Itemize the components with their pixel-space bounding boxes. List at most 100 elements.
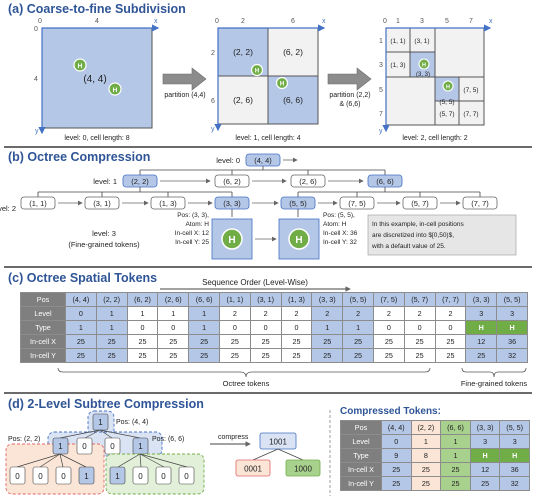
token-cell: 36 (496, 334, 528, 349)
code-root: 1001 (269, 438, 287, 447)
info1-line3: In-cell X: 12 (175, 230, 210, 237)
row-label: Pos (20, 292, 66, 307)
arrow2-label-line1: partition (2,2) (329, 92, 370, 99)
partition-arrow-1: partition (4,4) (162, 67, 207, 99)
token-cell: (6, 6) (188, 292, 220, 307)
mid-node-66: 1 (138, 442, 143, 451)
info2-line3: In-cell X: 36 (323, 230, 358, 237)
left-pos-label: Pos: (2, 2) (8, 436, 40, 443)
token-cell: 3 (465, 306, 498, 321)
token-cell: 2 (403, 306, 436, 321)
l2-node-55: (5, 5) (289, 199, 307, 208)
token-cell: 12 (465, 334, 498, 349)
token-cell: 32 (496, 348, 528, 363)
l2-node-75: (7, 5) (348, 199, 366, 208)
right-leaf-1: 1 (115, 472, 120, 481)
token-cell: 25 (65, 348, 97, 363)
token-cell: 25 (465, 348, 498, 363)
token-cell: (2, 2) (95, 292, 128, 307)
atom-h-label: H (113, 87, 118, 94)
arrow1-label: partition (4,4) (164, 92, 205, 99)
token-cell: 2 (342, 306, 374, 321)
grid0-axis-y: y (35, 128, 39, 135)
grid1-tick-x0: 0 (215, 18, 219, 25)
grid1-tick-y2: 2 (211, 50, 215, 57)
token-cell: (5, 5) (496, 292, 528, 307)
grid2-cell-31: (3, 1) (414, 38, 429, 45)
info1-line1: Pos: (3, 3), (177, 212, 209, 219)
l2-node-31: (3, 1) (93, 199, 111, 208)
token-cell: 1 (440, 448, 471, 463)
token-cell: 0 (157, 320, 190, 335)
token-cell: 25 (342, 334, 374, 349)
token-cell: 0 (434, 320, 467, 335)
token-cell: 2 (218, 306, 251, 321)
grid2-tick-y1: 1 (379, 38, 383, 45)
code-right: 1000 (294, 465, 312, 474)
level3-label: level: 3 (92, 229, 116, 238)
separator-bc (4, 266, 532, 268)
atom-h-label: H (446, 84, 450, 90)
token-cell: (5, 7) (403, 292, 436, 307)
token-cell: 1 (65, 320, 97, 335)
token-cell: 32 (499, 476, 530, 491)
grid1-cell-26: (2, 6) (233, 95, 253, 105)
grid1-tick-x2: 2 (241, 18, 245, 25)
brace-octree: Octree tokens (57, 367, 431, 388)
token-cell: 25 (372, 334, 405, 349)
level0-label: level: 0 (216, 156, 240, 165)
token-cell: 1 (126, 306, 159, 321)
grid2-tick-y5: 5 (379, 87, 383, 94)
token-cell: (3, 3) (469, 420, 501, 435)
token-cell: 25 (95, 348, 128, 363)
token-cell: 25 (469, 476, 501, 491)
root-pos-label: Pos: (4, 4) (116, 419, 148, 426)
right-pos-label: Pos: (6, 6) (152, 436, 184, 443)
octree-token-table: Pos(4, 4)(2, 2)(6, 2)(2, 6)(6, 6)(1, 1)(… (20, 292, 528, 363)
token-cell: (5, 5) (499, 420, 530, 435)
token-cell: 25 (157, 348, 190, 363)
atom-h-label: H (280, 82, 284, 88)
l2-node-57: (5, 7) (411, 199, 429, 208)
token-cell: H (469, 448, 501, 463)
token-cell: 9 (381, 448, 412, 463)
atom-h-marker (418, 58, 430, 70)
token-cell: (1, 3) (280, 292, 313, 307)
left-leaf-3: 0 (61, 472, 66, 481)
right-leaf-3: 0 (161, 472, 166, 481)
l2-node-13: (1, 3) (159, 199, 177, 208)
token-cell: 25 (249, 334, 282, 349)
token-cell: 25 (440, 476, 471, 491)
grid0-axis-x: x (154, 18, 158, 25)
token-cell: 25 (95, 334, 128, 349)
row-label: In-cell X (340, 462, 382, 477)
row-label: Level (340, 434, 382, 449)
atom-h-marker (288, 228, 310, 250)
left-leaf-1: 0 (15, 472, 20, 481)
info1-line4: In-cell Y: 25 (175, 239, 209, 246)
token-cell: 25 (188, 348, 220, 363)
token-cell: 25 (280, 348, 313, 363)
token-cell: 2 (280, 306, 313, 321)
atom-h-marker (221, 228, 243, 250)
token-cell: 25 (280, 334, 313, 349)
token-cell: 2 (311, 306, 344, 321)
token-cell: 25 (188, 334, 220, 349)
code-left: 0001 (244, 465, 262, 474)
note-box (367, 214, 517, 256)
token-cell: (5, 5) (342, 292, 374, 307)
grid2-caption: level: 2, cell length: 2 (402, 135, 467, 142)
info1-line2: Atom: H (186, 221, 210, 228)
grid2-tick-x1: 1 (396, 18, 400, 25)
compress-label: compress (218, 434, 249, 441)
token-cell: (3, 3) (311, 292, 344, 307)
grid0-tick-y4: 4 (34, 76, 38, 83)
token-cell: 3 (469, 434, 501, 449)
token-cell: 1 (342, 320, 374, 335)
token-cell: 0 (218, 320, 251, 335)
token-cell: (4, 4) (381, 420, 412, 435)
atom-h-marker (442, 80, 454, 92)
right-leaf-4: 0 (184, 472, 189, 481)
